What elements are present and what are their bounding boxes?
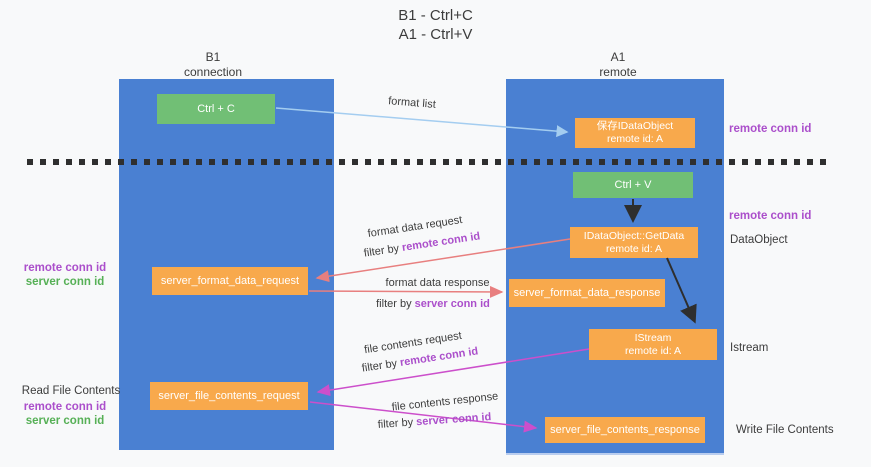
- server-format-data-request-box: server_format_data_request: [152, 267, 308, 295]
- left-conn-id-pair-lower: remote conn id server conn id: [10, 400, 120, 428]
- format-data-response-label: format data response: [385, 277, 490, 289]
- server-conn-id-text: server conn id: [415, 411, 492, 429]
- istream-line1: IStream: [634, 331, 672, 344]
- diagram-title-line1: B1 - Ctrl+C: [398, 7, 473, 24]
- left-server-conn-id-label-1: server conn id: [25, 276, 105, 288]
- lifeline-a1-role: remote: [599, 65, 637, 79]
- lifeline-header-b1: B1 connection: [158, 50, 268, 80]
- server-format-data-response-box: server_format_data_response: [509, 279, 665, 307]
- lifeline-b1-role: connection: [183, 65, 243, 79]
- filter-by-text: filter by: [363, 242, 400, 260]
- filter-by-server-conn-id-label-1: filter by server conn id: [368, 298, 498, 310]
- diagram-title-line2: A1 - Ctrl+V: [398, 26, 473, 43]
- format-data-response-arrow: [308, 285, 504, 298]
- left-remote-conn-id-label-1: remote conn id: [23, 262, 107, 274]
- write-file-contents-label: Write File Contents: [736, 424, 834, 436]
- left-remote-conn-id-label-2: remote conn id: [23, 401, 107, 413]
- istream-box: IStream remote id: A: [589, 329, 717, 360]
- getdata-line2: remote id: A: [605, 242, 663, 255]
- right-remote-conn-id-label-1: remote conn id: [729, 123, 812, 135]
- read-file-contents-label: Read File Contents: [21, 385, 121, 397]
- server-file-contents-response-box: server_file_contents_response: [545, 417, 705, 443]
- filter-by-text: filter by: [377, 416, 414, 431]
- diagram-title: B1 - Ctrl+C A1 - Ctrl+V: [0, 6, 871, 44]
- save-idataobject-line1: 保存IDataObject: [596, 120, 674, 132]
- lifeline-header-a1: A1 remote: [563, 50, 673, 80]
- ctrl-v-box: Ctrl + V: [573, 172, 693, 198]
- right-remote-conn-id-label-2: remote conn id: [729, 210, 812, 222]
- server-conn-id-text: server conn id: [414, 298, 490, 310]
- save-idataobject-line2: remote id: A: [606, 133, 664, 145]
- istream-line2: remote id: A: [624, 344, 682, 357]
- machine-boundary-dashed-line: [27, 159, 833, 165]
- left-server-conn-id-label-2: server conn id: [25, 415, 105, 427]
- ctrl-c-box: Ctrl + C: [157, 94, 275, 124]
- save-idataobject-box: 保存IDataObject remote id: A: [575, 118, 695, 148]
- format-list-label: format list: [387, 95, 437, 111]
- server-file-contents-request-box: server_file_contents_request: [150, 382, 308, 410]
- remote-conn-id-text: remote conn id: [401, 230, 481, 254]
- lifeline-a1-name: A1: [610, 50, 626, 64]
- idataobject-getdata-box: IDataObject::GetData remote id: A: [570, 227, 698, 258]
- lifeline-b1-name: B1: [205, 50, 221, 64]
- dataobject-label: DataObject: [730, 234, 788, 246]
- left-conn-id-pair-upper: remote conn id server conn id: [10, 261, 120, 289]
- getdata-line1: IDataObject::GetData: [583, 229, 685, 242]
- filter-by-text: filter by: [376, 298, 412, 310]
- filter-by-text: filter by: [361, 357, 398, 375]
- istream-side-label: Istream: [730, 342, 769, 354]
